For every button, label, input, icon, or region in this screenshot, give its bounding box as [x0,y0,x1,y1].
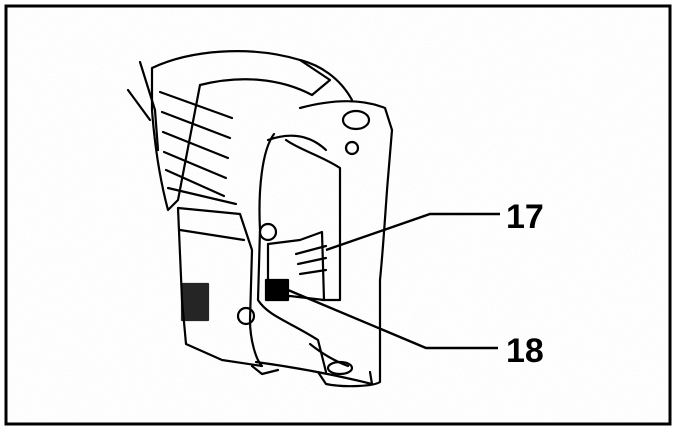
vent-slat [164,168,226,198]
breaker-body [126,50,394,388]
side-switch [180,282,210,322]
rear-screw [344,140,360,156]
vent-slat [166,186,238,206]
base-slot [326,360,354,376]
base-plate [254,360,374,386]
screw [236,306,256,326]
vent-slat [160,110,232,140]
callout-17: 17 [506,198,544,236]
power-cord [298,58,354,102]
rear-housing [298,100,394,388]
figure-frame [4,4,672,426]
vent-slat [158,90,234,120]
leader-18 [287,288,498,350]
motor-housing [150,50,332,212]
leader-17 [325,212,500,252]
paper-texture [8,8,668,422]
switch-lever [264,278,290,302]
vent-slat [162,150,228,180]
top-screw [341,109,371,131]
callout-18: 18 [506,332,544,370]
screw [258,222,278,242]
callout-leaders [287,212,500,350]
vent-slat [161,130,230,160]
